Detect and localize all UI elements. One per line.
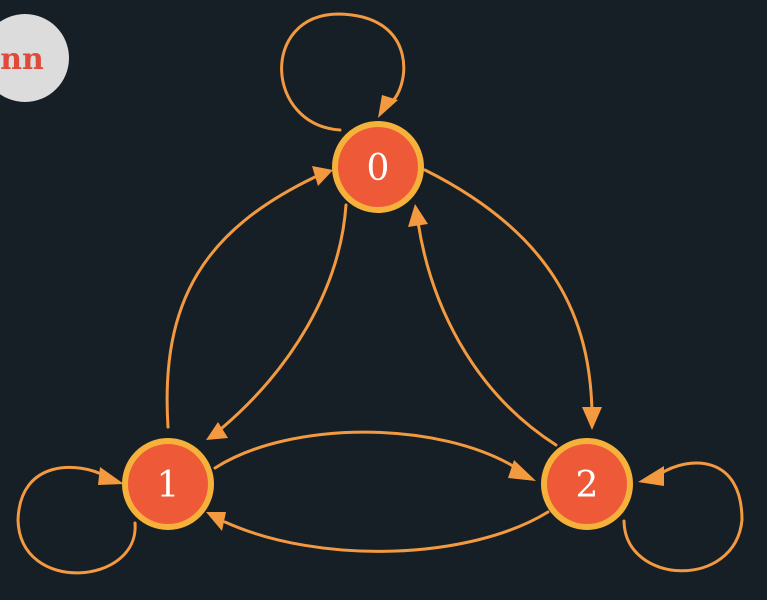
node-0: 0 bbox=[332, 121, 424, 213]
edge-0-0-path bbox=[280, 12, 406, 132]
node-2-circle bbox=[541, 438, 633, 530]
edge-0-to-2 bbox=[423, 168, 602, 430]
node-2: 2 bbox=[541, 438, 633, 530]
edge-2-1-arrowhead bbox=[206, 512, 226, 531]
edge-1-1-path bbox=[16, 465, 137, 575]
edge-1-2-arrowhead bbox=[508, 460, 536, 481]
edge-0-2-path bbox=[423, 168, 594, 414]
node-0-label: 0 bbox=[367, 148, 390, 189]
node-1-label: 1 bbox=[157, 465, 180, 506]
edge-1-to-2 bbox=[213, 430, 536, 481]
edge-0-1-path bbox=[220, 203, 348, 430]
edge-2-to-1 bbox=[206, 510, 550, 553]
edges bbox=[16, 12, 744, 575]
node-0-circle bbox=[332, 121, 424, 213]
edge-2-to-0 bbox=[408, 204, 558, 447]
edge-1-2-path bbox=[213, 430, 520, 471]
node-2-label: 2 bbox=[576, 465, 599, 506]
node-1-circle bbox=[122, 438, 214, 530]
edge-2-1-path bbox=[223, 510, 550, 553]
edge-0-to-1 bbox=[206, 203, 348, 440]
logo-circle bbox=[0, 14, 69, 102]
edge-1-to-1 bbox=[16, 465, 137, 575]
edge-1-0-arrowhead bbox=[312, 166, 333, 186]
edge-0-to-0 bbox=[280, 12, 406, 132]
logo-text: nn bbox=[0, 42, 44, 77]
edge-2-0-arrowhead bbox=[408, 204, 428, 227]
edge-2-2-path bbox=[622, 461, 744, 573]
node-1: 1 bbox=[122, 438, 214, 530]
edge-2-0-path bbox=[416, 220, 558, 447]
edge-1-1-arrowhead bbox=[98, 467, 124, 485]
edge-2-2-arrowhead bbox=[638, 466, 664, 486]
logo-badge: nn bbox=[0, 14, 69, 102]
edge-0-0-arrowhead bbox=[378, 95, 398, 118]
edge-1-0-path bbox=[165, 175, 317, 429]
edge-2-to-2 bbox=[622, 461, 744, 573]
nodes: 0 1 2 bbox=[122, 121, 633, 530]
edge-0-1-arrowhead bbox=[206, 422, 228, 440]
edge-1-to-0 bbox=[165, 166, 333, 429]
edge-0-2-arrowhead bbox=[582, 407, 602, 430]
